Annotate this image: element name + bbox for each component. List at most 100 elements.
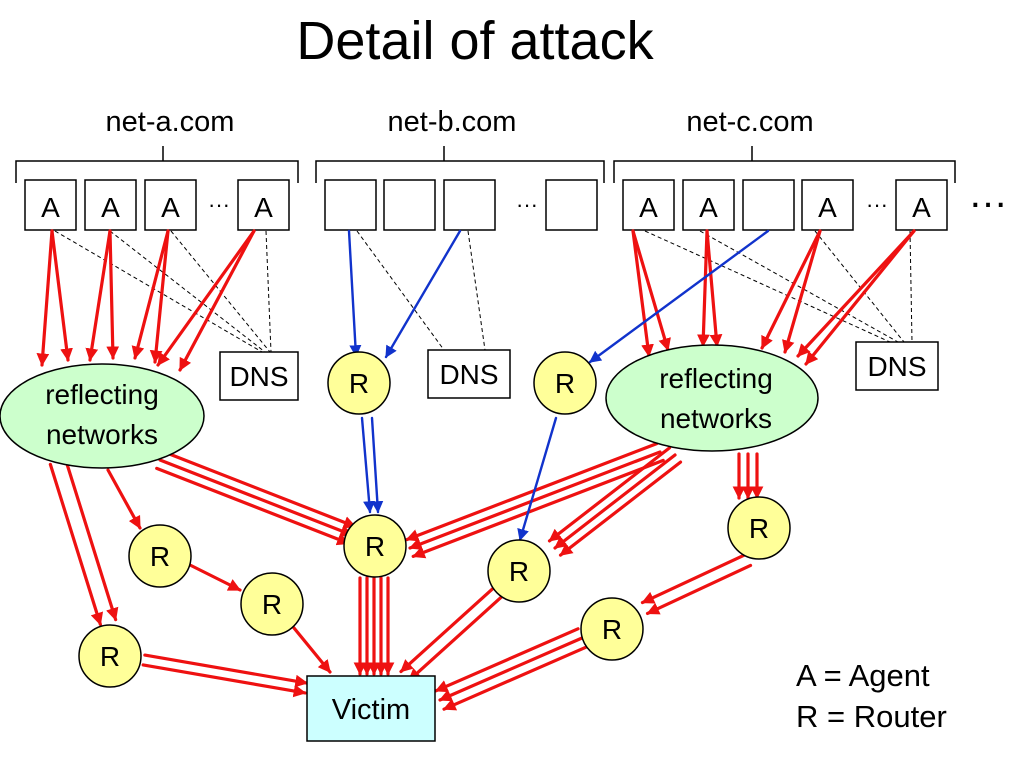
- control-arrow: [517, 416, 558, 542]
- dns-box: [855, 341, 939, 391]
- dns-query-line: [814, 230, 905, 343]
- attack-arrow: [796, 229, 916, 358]
- host-gap-ellipsis: ···: [208, 192, 230, 217]
- attack-arrow: [640, 552, 748, 605]
- attack-arrow: [131, 229, 170, 360]
- dns-query-line: [109, 230, 266, 353]
- attack-arrow: [705, 229, 723, 348]
- attack-arrow: [558, 460, 683, 557]
- router-node: [327, 351, 391, 415]
- attack-arrow: [48, 462, 104, 626]
- attack-arrow: [442, 645, 588, 711]
- attack-arrow: [411, 458, 665, 559]
- domain-label-net-c: net-c.com: [686, 106, 813, 138]
- attack-arrow: [407, 594, 504, 683]
- agent-label: A: [41, 192, 60, 223]
- attack-arrow: [804, 229, 916, 366]
- victim-label: Victim: [332, 694, 410, 726]
- host-box: [895, 179, 948, 231]
- agent-label: A: [254, 192, 273, 223]
- dns-query-line: [356, 230, 445, 351]
- router-node: [533, 351, 597, 415]
- dns-label: DNS: [439, 359, 498, 390]
- legend-router: R = Router: [796, 699, 947, 734]
- attack-arrow: [438, 636, 584, 702]
- page-title: Detail of attack: [296, 11, 654, 71]
- host-box: [84, 179, 137, 231]
- domain-label-net-a: net-a.com: [106, 106, 235, 138]
- attack-arrow: [141, 663, 307, 698]
- router-label: R: [602, 614, 622, 645]
- agent-label: A: [101, 192, 120, 223]
- attack-arrow: [645, 563, 753, 616]
- domain-label-net-b: net-b.com: [388, 106, 517, 138]
- host-box: [682, 179, 735, 231]
- attack-arrow: [156, 229, 256, 367]
- host-box: [144, 179, 197, 231]
- attack-arrow: [64, 458, 119, 622]
- reflector-right-line2: networks: [660, 403, 772, 434]
- dns-query-line: [265, 230, 272, 353]
- host-box: [622, 179, 675, 231]
- control-traffic-lines: [347, 229, 770, 542]
- attack-arrow: [697, 229, 710, 348]
- attack-arrow: [178, 229, 256, 372]
- router-label: R: [555, 368, 575, 399]
- dns-query-line: [54, 230, 263, 353]
- dns-query-line: [467, 230, 486, 351]
- router-node: [487, 539, 551, 603]
- attack-arrow: [161, 450, 357, 529]
- reflector-left-line1: reflecting: [45, 379, 159, 410]
- dns-query-line: [909, 230, 913, 343]
- agent-label: A: [912, 192, 931, 223]
- host-box: [801, 179, 854, 231]
- attack-arrow: [553, 453, 677, 550]
- attack-arrow: [50, 229, 73, 362]
- attack-arrow: [149, 229, 170, 364]
- dns-box: [219, 351, 299, 401]
- control-arrow: [347, 229, 362, 358]
- router-node: [727, 496, 791, 560]
- router-node: [240, 572, 304, 636]
- dns-query-line: [644, 230, 891, 343]
- router-node: [128, 524, 192, 588]
- host-box: [383, 179, 436, 231]
- attack-arrow: [143, 653, 309, 688]
- attack-arrow: [188, 563, 242, 592]
- reflecting-networks-right: [605, 344, 819, 452]
- bracket-net-a: [15, 146, 299, 183]
- attack-arrow: [631, 229, 654, 358]
- legend-agent: A = Agent: [796, 658, 930, 693]
- host-box: [24, 179, 77, 231]
- agent-label: A: [818, 192, 837, 223]
- agent-label: A: [699, 192, 718, 223]
- reflecting-networks-left: [0, 363, 205, 469]
- router-label: R: [365, 531, 385, 562]
- router-label: R: [349, 368, 369, 399]
- attack-arrow: [399, 585, 496, 674]
- host-box: [545, 179, 598, 231]
- host-box: [443, 179, 496, 231]
- attack-arrow: [434, 627, 580, 693]
- bracket-net-c: [613, 146, 956, 183]
- host-gap-ellipsis: ···: [516, 192, 538, 217]
- host-box: [742, 179, 795, 231]
- agent-label: A: [161, 192, 180, 223]
- reflector-left-line2: networks: [46, 419, 158, 450]
- attack-arrow: [547, 446, 672, 543]
- attack-arrow: [36, 229, 54, 367]
- dns-label: DNS: [229, 361, 288, 392]
- router-node: [78, 624, 142, 688]
- dns-query-line: [699, 230, 899, 343]
- control-arrow: [384, 229, 462, 359]
- attack-arrow: [106, 468, 142, 530]
- attack-arrow: [106, 229, 120, 360]
- dns-query-lines: [54, 230, 913, 353]
- host-gap-ellipsis: ···: [866, 192, 888, 217]
- router-label: R: [262, 589, 282, 620]
- router-label: R: [150, 541, 170, 572]
